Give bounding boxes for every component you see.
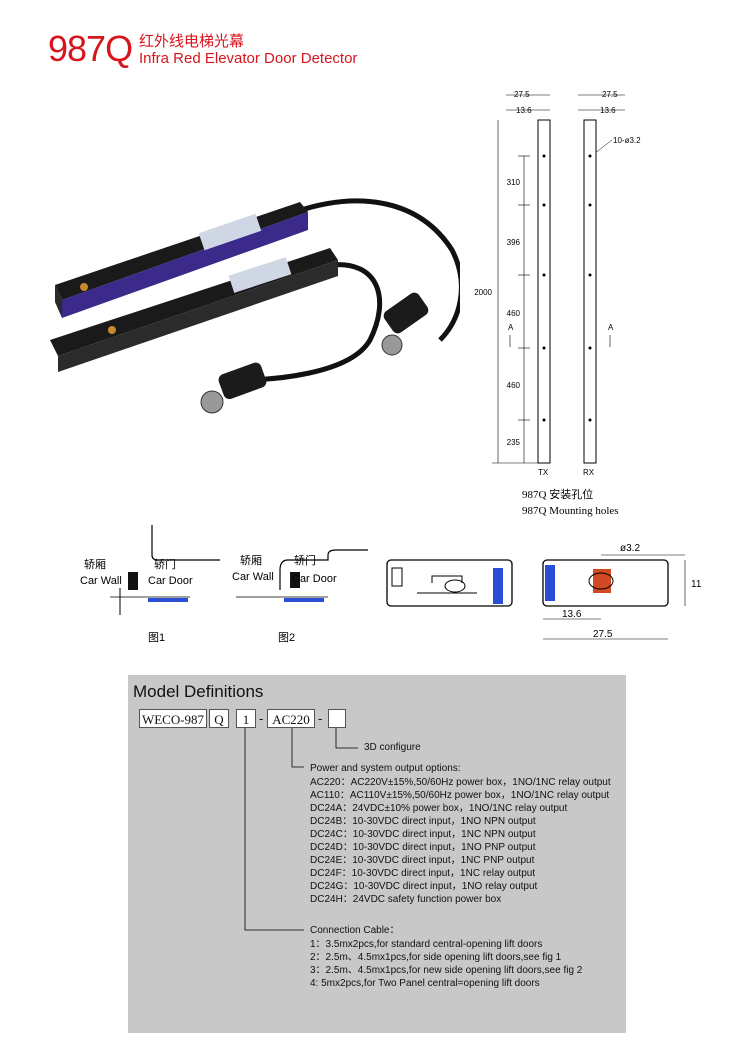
dim-inner-width-left: 13.6	[516, 106, 532, 115]
dim-segment-1: 310	[507, 178, 521, 187]
fig2-car-wall-cn: 轿厢	[240, 553, 262, 567]
fig2-caption: 图2	[278, 631, 295, 644]
tx-label: TX	[538, 468, 549, 477]
rx-bar-outline	[583, 119, 597, 464]
section-mark-left: A	[508, 323, 514, 332]
section-mark-right: A	[608, 323, 614, 332]
code-part-series: WECO-987	[139, 709, 207, 728]
light-curtain	[148, 598, 188, 602]
connector-upper	[381, 292, 429, 356]
power-option: DC24A：24VDC±10% power box，1NO/1NC relay …	[310, 803, 568, 814]
code-part-type: Q	[209, 709, 229, 728]
sensor-block	[128, 572, 138, 590]
code-part-power: AC220	[267, 709, 315, 728]
dim-top-width-right: 27.5	[602, 90, 618, 99]
dim-inner-width-right: 13.6	[600, 106, 616, 115]
fig1-car-door-en: Car Door	[148, 575, 193, 587]
fig1-car-wall-en: Car Wall	[80, 575, 122, 587]
dim-holes: 10-ø3.2	[613, 136, 641, 145]
label-sticker	[228, 257, 292, 293]
fig1-car-door-cn: 轿门	[154, 557, 176, 571]
fig1-caption: 图1	[148, 631, 165, 644]
dim-segment-2: 396	[507, 238, 521, 247]
mounting-screw	[108, 326, 116, 334]
figure-2: 轿厢 Car Wall 轿门 Car Door 图2	[232, 549, 368, 644]
label-sticker	[198, 213, 262, 251]
mounting-screw	[80, 283, 88, 291]
model-definitions-panel	[128, 675, 626, 1033]
model-definitions-title: Model Definitions	[133, 682, 264, 701]
power-options-header: Power and system output options:	[310, 763, 461, 774]
power-option: DC24F：10-30VDC direct input，1NC relay ou…	[310, 868, 536, 879]
title-chinese: 红外线电梯光幕	[139, 32, 245, 50]
fig1-car-wall-cn: 轿厢	[84, 557, 106, 571]
code-part-cable: 1	[236, 709, 256, 728]
lens-strip	[545, 565, 555, 601]
dim-segment-4: 460	[507, 381, 521, 390]
code-separator: -	[259, 711, 264, 726]
fig2-car-door-cn: 轿门	[294, 553, 316, 567]
code-part-3d	[328, 709, 346, 728]
tx-bar-outline	[537, 119, 551, 464]
dim-diameter: ø3.2	[620, 543, 640, 554]
profile-section-left	[386, 559, 513, 607]
cable-options-header: Connection Cable：	[310, 925, 400, 936]
caption-mounting-en: 987Q Mounting holes	[522, 505, 619, 517]
dim-segment-3: 460	[507, 309, 521, 318]
dim-total-length: 2000	[474, 288, 492, 297]
cable-option: 3：2.5m、4.5mx1pcs,for new side opening li…	[310, 965, 583, 976]
cable-option: 2：2.5m、4.5mx1pcs,for side opening lift d…	[310, 952, 562, 963]
code-leader-lines	[244, 728, 358, 931]
option-3d-configure: 3D configure	[364, 742, 421, 753]
dim-segment-5: 235	[507, 438, 521, 447]
cable-upper	[294, 198, 460, 342]
power-option: DC24D：10-30VDC direct input，1NO PNP outp…	[310, 842, 536, 853]
dim-inner-width: 13.6	[562, 609, 582, 620]
led-element	[593, 569, 611, 593]
caption-mounting-cn: 987Q 安装孔位	[522, 487, 593, 501]
model-code-title: 987Q	[48, 28, 133, 69]
dim-top-width-left: 27.5	[514, 90, 530, 99]
connector-lower	[200, 362, 267, 414]
cable-option: 4: 5mx2pcs,for Two Panel central=opening…	[310, 978, 540, 989]
product-photo	[50, 198, 460, 414]
rx-label: RX	[583, 468, 595, 477]
power-option: DC24G：10-30VDC direct input，1NO relay ou…	[310, 881, 538, 892]
fig2-car-wall-en: Car Wall	[232, 571, 274, 583]
code-separator: -	[318, 711, 323, 726]
power-option: DC24B：10-30VDC direct input，1NO NPN outp…	[310, 816, 536, 827]
figure-1: 轿厢 Car Wall 轿门 Car Door 图1	[80, 525, 220, 644]
cable-option: 1：3.5mx2pcs,for standard central-opening…	[310, 939, 543, 950]
power-option: DC24H：24VDC safety function power box	[310, 894, 502, 905]
title-english: Infra Red Elevator Door Detector	[139, 50, 358, 67]
cable-lower	[239, 262, 383, 383]
profile-section-right: ø3.2 11 13.6 27.5	[542, 543, 702, 640]
mounting-holes-drawing: 27.5 13.6 27.5 13.6 10-ø3.2 2000 310 396…	[474, 90, 641, 517]
power-option: DC24C：10-30VDC direct input，1NC NPN outp…	[310, 829, 536, 840]
dim-outer-width: 27.5	[593, 629, 613, 640]
dim-height: 11	[691, 579, 702, 590]
sensor-block	[290, 572, 300, 588]
light-curtain	[284, 598, 324, 602]
fig2-car-door-en: Car Door	[292, 573, 337, 585]
power-option: AC110：AC110V±15%,50/60Hz power box，1NO/1…	[310, 790, 610, 801]
power-option: DC24E：10-30VDC direct input，1NC PNP outp…	[310, 855, 535, 866]
power-option: AC220：AC220V±15%,50/60Hz power box，1NO/1…	[310, 777, 611, 788]
lens-strip	[493, 568, 503, 604]
mounting-hole-marks	[542, 154, 592, 422]
